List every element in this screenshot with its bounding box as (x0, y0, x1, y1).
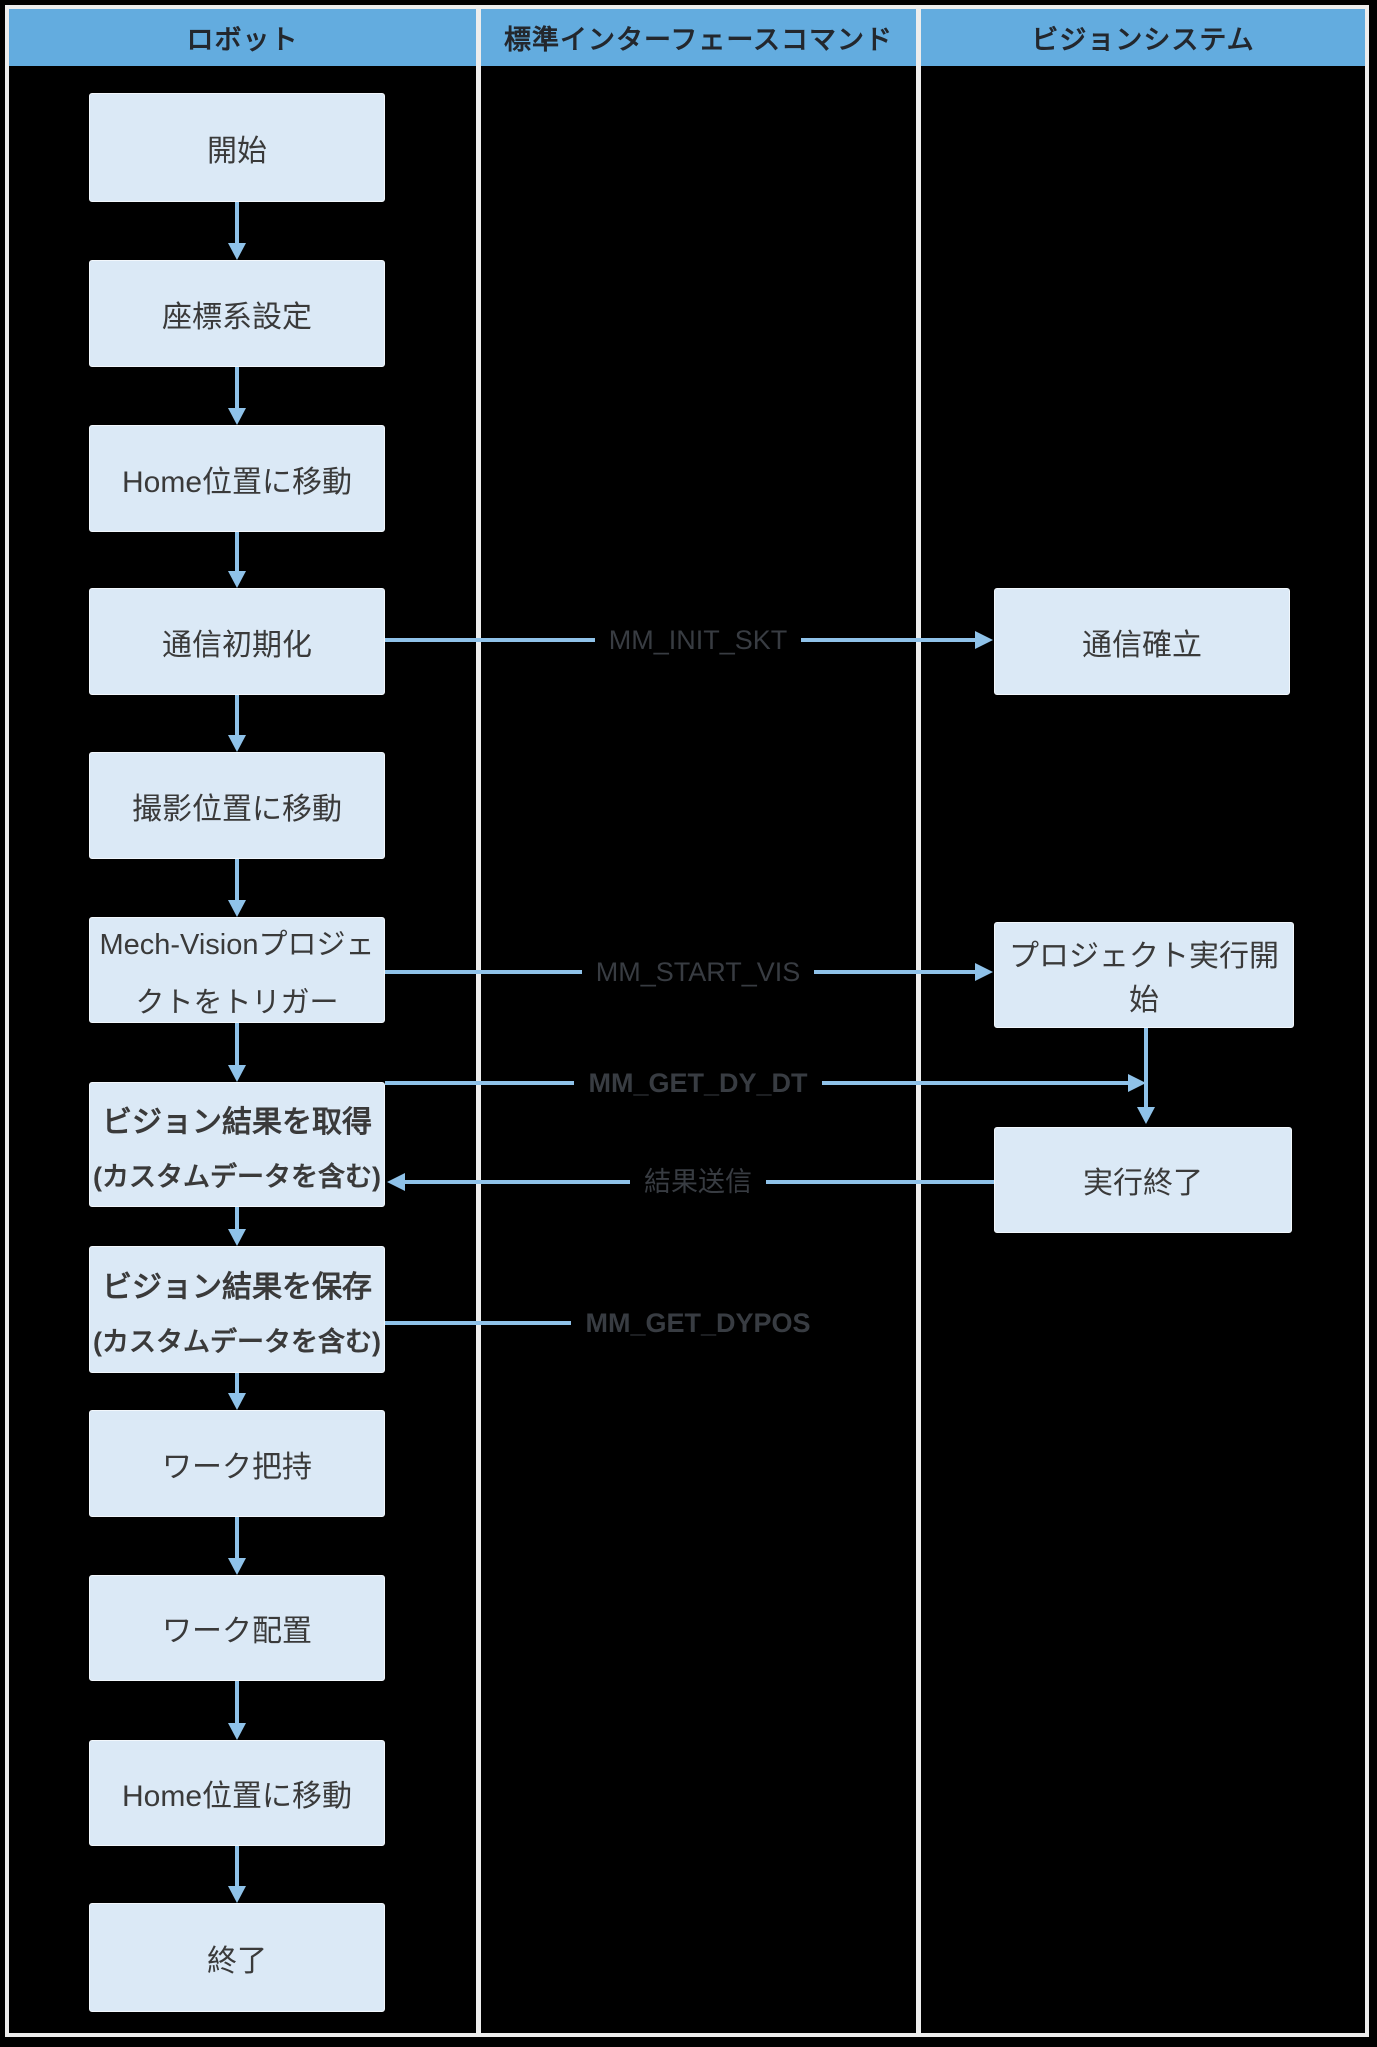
flow-box-exec-end: 実行終了 (994, 1127, 1292, 1233)
arrowhead-getresult-to-visionline (1128, 1074, 1146, 1092)
arrowhead-home1-to-comminit (228, 571, 246, 588)
arrowhead-comminit-to-commestablished (975, 631, 993, 649)
arrow-home2-to-end (235, 1846, 239, 1889)
flow-box-move-home-2: Home位置に移動 (89, 1740, 385, 1846)
arrowhead-trigger-to-projectstart (975, 963, 993, 981)
column-divider-1 (476, 5, 481, 2037)
flow-box-place-work: ワーク配置 (89, 1575, 385, 1681)
arrow-saveresult-to-grasp (235, 1373, 239, 1395)
flow-box-save-vision-result: ビジョン結果を保存 (カスタムデータを含む) (89, 1246, 385, 1373)
arrowhead-home2-to-end (228, 1886, 246, 1903)
command-label-get-dy-dt: MM_GET_DY_DT (438, 1060, 958, 1106)
header-commands-label: 標準インターフェースコマンド (503, 25, 894, 55)
flow-box-start-label: 開始 (207, 134, 267, 168)
arrowhead-trigger-to-getresult (228, 1065, 246, 1082)
arrowhead-comminit-to-capture (228, 735, 246, 752)
flow-box-move-capture-label: 撮影位置に移動 (132, 792, 342, 826)
arrow-trigger-to-getresult (235, 1023, 239, 1068)
flow-box-comm-established: 通信確立 (994, 588, 1290, 695)
arrow-grasp-to-place (235, 1517, 239, 1561)
arrowhead-getresult-to-saveresult (228, 1229, 246, 1246)
header-vision-label: ビジョンシステム (1031, 25, 1255, 55)
command-start-vis-text: MM_START_VIS (581, 949, 815, 995)
line-saveresult-to-getdypos (385, 1321, 590, 1325)
column-divider-2 (916, 5, 921, 2037)
flow-box-save-result-line1: ビジョン結果を保存 (102, 1271, 372, 1304)
frame-top (5, 5, 1369, 9)
header-cell-vision: ビジョンシステム (921, 9, 1365, 66)
arrow-getresult-to-saveresult (235, 1207, 239, 1232)
command-label-send-result: 結果送信 (438, 1159, 958, 1205)
arrowhead-grasp-to-place (228, 1558, 246, 1575)
flow-box-get-vision-result: ビジョン結果を取得 (カスタムデータを含む) (89, 1082, 385, 1207)
flow-box-comm-init-label: 通信初期化 (162, 628, 312, 662)
arrow-place-to-home2 (235, 1681, 239, 1726)
command-label-get-dypos: MM_GET_DYPOS (438, 1300, 958, 1346)
arrowhead-execend-to-getresult (387, 1173, 405, 1191)
arrowhead-coord-to-home1 (228, 408, 246, 425)
flow-box-start: 開始 (89, 93, 385, 202)
arrow-start-to-coord (235, 202, 239, 246)
arrow-capture-to-trigger (235, 859, 239, 903)
flow-box-place-work-label: ワーク配置 (162, 1615, 312, 1648)
flow-box-project-exec-start: プロジェクト実行開始 (994, 922, 1294, 1028)
flow-box-exec-end-label: 実行終了 (1083, 1167, 1203, 1200)
arrow-projectstart-to-execend (1144, 1028, 1148, 1110)
header-cell-commands: 標準インターフェースコマンド (481, 9, 916, 66)
command-init-skt-text: MM_INIT_SKT (594, 617, 802, 663)
flow-box-save-result-line2: (カスタムデータを含む) (93, 1327, 381, 1357)
flow-box-comm-init: 通信初期化 (89, 588, 385, 695)
flow-box-comm-established-label: 通信確立 (1082, 628, 1202, 662)
arrow-coord-to-home1 (235, 367, 239, 411)
flow-box-move-capture: 撮影位置に移動 (89, 752, 385, 859)
arrowhead-saveresult-to-grasp (228, 1393, 246, 1410)
arrowhead-start-to-coord (228, 243, 246, 260)
arrow-home1-to-comminit (235, 532, 239, 574)
flow-box-set-coordinate-label: 座標系設定 (162, 300, 312, 334)
frame-left (5, 5, 9, 2037)
frame-right (1365, 5, 1369, 2037)
flow-box-trigger-project: Mech-Visionプロジェ クトをトリガー (89, 917, 385, 1023)
frame-bottom (5, 2033, 1369, 2037)
flow-box-set-coordinate: 座標系設定 (89, 260, 385, 367)
flow-box-end: 終了 (89, 1903, 385, 2012)
header-robot-label: ロボット (186, 25, 299, 55)
command-get-dy-dt-text: MM_GET_DY_DT (574, 1060, 822, 1106)
flow-box-grasp-work: ワーク把持 (89, 1410, 385, 1517)
arrow-comminit-to-capture (235, 695, 239, 738)
flow-box-end-label: 終了 (207, 1944, 267, 1978)
arrowhead-projectstart-to-execend (1137, 1107, 1155, 1124)
arrowhead-place-to-home2 (228, 1723, 246, 1740)
header-cell-robot: ロボット (9, 9, 476, 66)
flow-box-trigger-line1: Mech-Visionプロジェ (99, 929, 375, 961)
flow-box-get-result-line1: ビジョン結果を取得 (102, 1106, 372, 1139)
command-get-dypos-text: MM_GET_DYPOS (571, 1300, 825, 1346)
flow-box-grasp-work-label: ワーク把持 (162, 1450, 312, 1484)
flow-box-move-home-1: Home位置に移動 (89, 425, 385, 532)
command-label-start-vis: MM_START_VIS (438, 949, 958, 995)
arrowhead-capture-to-trigger (228, 900, 246, 917)
flow-box-move-home-2-label: Home位置に移動 (121, 1780, 353, 1813)
flow-box-get-result-line2: (カスタムデータを含む) (93, 1162, 381, 1192)
flow-box-project-exec-start-label: プロジェクト実行開始 (1009, 940, 1279, 1017)
command-send-result-text: 結果送信 (630, 1159, 766, 1205)
flow-box-move-home-1-label: Home位置に移動 (121, 465, 353, 499)
flow-box-trigger-line2: クトをトリガー (135, 987, 339, 1019)
command-label-init-skt: MM_INIT_SKT (438, 617, 958, 663)
